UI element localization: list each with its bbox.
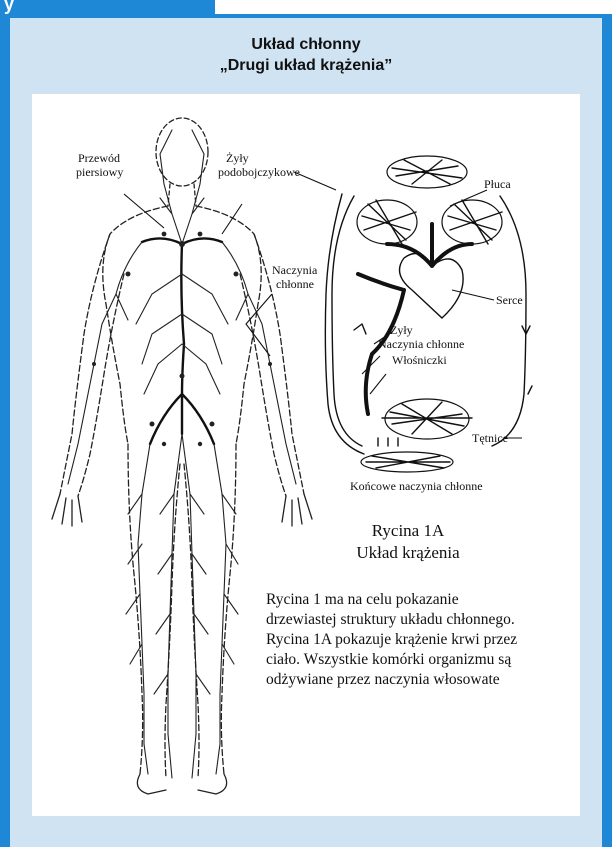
description-line-3: Rycina 1A pokazuje krążenie krwi przez [266,631,517,648]
circulation-diagram [325,156,532,472]
diagram-labels: Przewód piersiowy Żyły podobojczykowe Pł… [76,151,523,493]
panel-title: Układ chłonny „Drugi układ krążenia” [10,34,602,76]
label-serce: Serce [496,293,523,307]
description-line-2: drzewiastej struktury układu chłonnego. [266,611,515,628]
label-przewod-2: piersiowy [76,165,123,179]
diagram-svg: Przewód piersiowy Żyły podobojczykowe Pł… [32,94,580,816]
description-line-1: Rycina 1 ma na celu pokazanie [266,591,459,608]
title-line-1: Układ chłonny [10,34,602,55]
caption-line-2: Układ krążenia [356,543,460,562]
label-pluca: Płuca [484,177,511,191]
section-tab-text: y [4,0,14,15]
label-naczynia-chlonne: Naczynia chłonne [378,337,464,351]
section-tab: y [0,0,215,18]
label-wlosniczki: Włośniczki [392,353,447,367]
body-figure [52,118,312,794]
label-przewod-1: Przewód [78,151,120,165]
top-strip [215,0,612,14]
title-line-2: „Drugi układ krążenia” [10,55,602,76]
description-line-4: ciało. Wszystkie komórki organizmu są [266,651,512,668]
caption-line-1: Rycina 1A [372,521,445,540]
figure-caption: Rycina 1A Układ krążenia [356,521,460,562]
label-koncowe: Końcowe naczynia chłonne [350,479,483,493]
label-zyly-podob-1: Żyły [226,151,249,165]
label-tetnice: Tętnice [472,431,508,445]
label-naczynia-left-1: Naczynia [272,263,318,277]
label-naczynia-left-2: chłonne [276,277,314,291]
description-line-5: odżywiane przez naczynia włosowate [266,671,500,688]
lymph-branches [68,130,296,778]
lymphatic-diagram: Przewód piersiowy Żyły podobojczykowe Pł… [32,94,580,816]
lymph-trunk [142,238,222,444]
figure-description: Rycina 1 ma na celu pokazanie drzewiaste… [266,591,517,688]
label-zyly: Żyły [390,323,413,337]
info-panel: Układ chłonny „Drugi układ krążenia” [10,18,602,847]
label-zyly-podob-2: podobojczykowe [218,165,300,179]
